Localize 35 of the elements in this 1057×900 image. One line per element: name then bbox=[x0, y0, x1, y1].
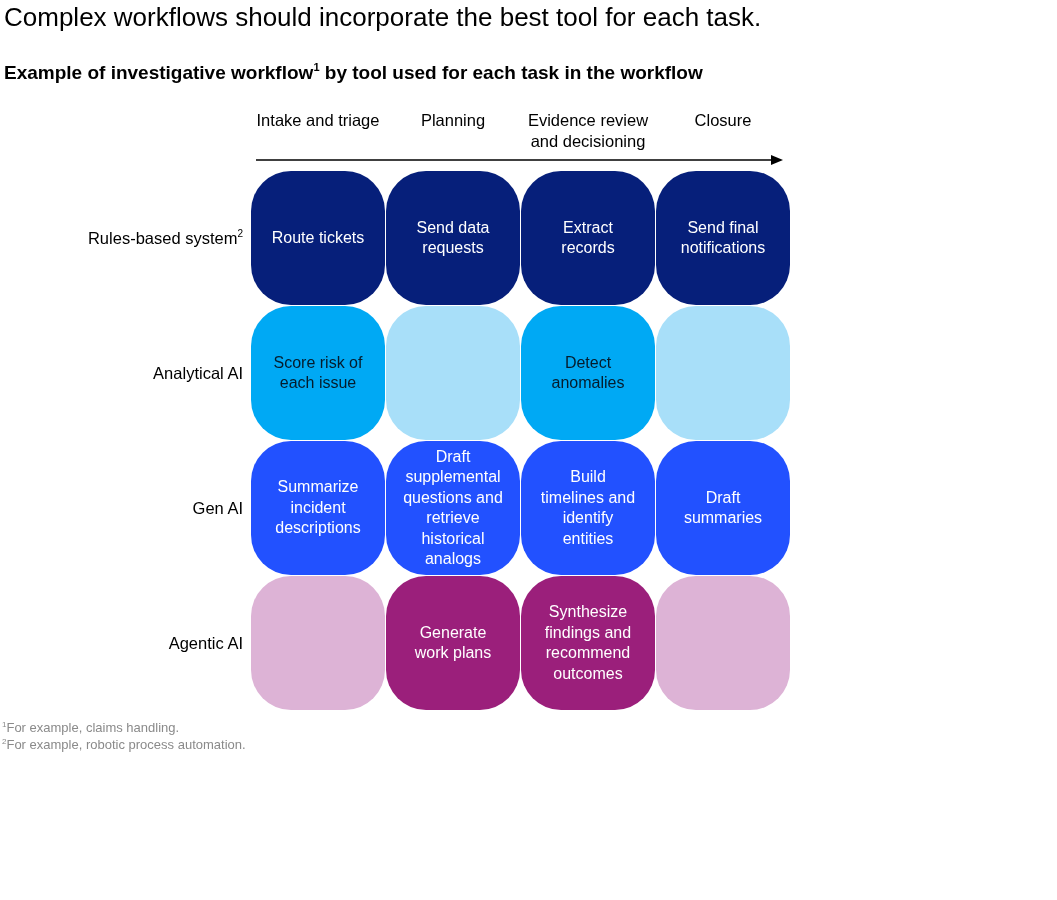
task-text: Synthesize findings and recommend outcomes bbox=[543, 602, 633, 684]
task-text: Summarize incident descriptions bbox=[274, 477, 362, 539]
task-text: Draft supplemental questions and retrieve historical analogs bbox=[403, 446, 503, 569]
footnote: $^{2}$For example, robotic process automation. bbox=[2, 737, 246, 752]
task-text: Generate work plans bbox=[413, 622, 493, 663]
row-label: Analytical AI bbox=[153, 363, 243, 383]
task-tile bbox=[521, 171, 655, 305]
subtitle: Example of investigative workflow$^{1}$ by tool used for each task in the workflow bbox=[4, 62, 703, 84]
task-text: Send final notifications bbox=[679, 217, 767, 258]
row-label: Gen AI bbox=[192, 498, 243, 518]
chart-title: Complex workflows should incorporate the best tool for each task. bbox=[4, 2, 762, 33]
footnote: $^{1}$For example, claims handling. bbox=[2, 720, 180, 735]
task-text: Score risk of each issue bbox=[272, 352, 364, 393]
task-tile bbox=[251, 441, 385, 575]
task-text: Extract records bbox=[560, 217, 616, 258]
column-header: Planning bbox=[419, 110, 487, 131]
task-tile bbox=[656, 171, 790, 305]
task-tile bbox=[386, 171, 520, 305]
task-tile bbox=[386, 576, 520, 710]
task-text: Send data requests bbox=[415, 217, 491, 258]
task-tile bbox=[521, 441, 655, 575]
task-tile bbox=[521, 306, 655, 440]
task-text: Build timelines and identify entities bbox=[539, 467, 637, 549]
row-label: Agentic AI bbox=[168, 633, 243, 653]
column-header: Evidence review and decisioning bbox=[526, 110, 650, 152]
column-header: Intake and triage bbox=[255, 110, 381, 131]
task-text: Detect anomalies bbox=[550, 352, 626, 393]
column-header: Closure bbox=[693, 110, 753, 131]
task-tile bbox=[656, 441, 790, 575]
task-tile bbox=[521, 576, 655, 710]
task-text: Route tickets bbox=[271, 227, 365, 248]
task-tile bbox=[251, 171, 385, 305]
task-text: Draft summaries bbox=[682, 487, 764, 528]
task-tile bbox=[251, 306, 385, 440]
task-tile bbox=[386, 441, 520, 575]
